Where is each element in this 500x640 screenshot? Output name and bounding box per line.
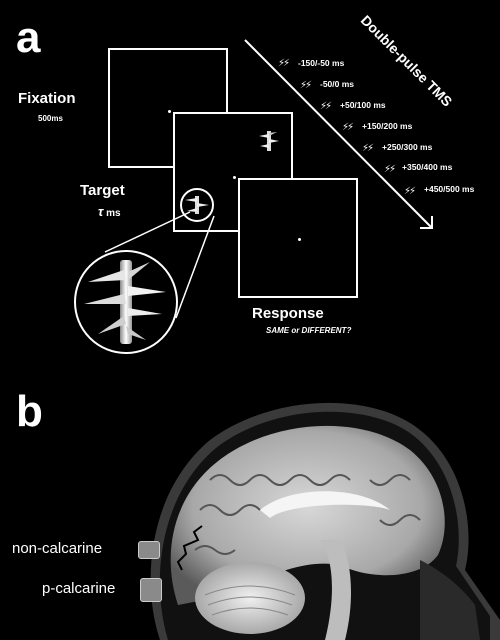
panel-b-letter: b bbox=[16, 387, 43, 436]
target-duration-unit: ms bbox=[106, 208, 121, 219]
tms-time-1: -150/-50 ms bbox=[298, 58, 345, 68]
fixation-duration: 500ms bbox=[38, 114, 63, 123]
response-dot bbox=[298, 238, 301, 241]
p-calcarine-label: p-calcarine bbox=[42, 580, 116, 597]
non-calcarine-label: non-calcarine bbox=[12, 540, 103, 557]
tms-time-3: +50/100 ms bbox=[340, 100, 386, 110]
tms-time-5: +250/300 ms bbox=[382, 142, 433, 152]
panel-a-letter: a bbox=[16, 13, 41, 62]
response-question: SAME or DIFFERENT? bbox=[266, 326, 352, 335]
target-stimulus-right-icon bbox=[259, 131, 279, 151]
target-duration: τ ms bbox=[98, 204, 121, 219]
target-fixation-dot bbox=[233, 176, 236, 179]
tms-pulse-icon-4: ⚡⚡ bbox=[342, 122, 354, 133]
tms-pulse-icon-6: ⚡⚡ bbox=[384, 164, 396, 175]
response-screen bbox=[238, 178, 358, 298]
response-label: Response bbox=[252, 305, 324, 322]
tms-time-7: +450/500 ms bbox=[424, 184, 475, 194]
tms-pulse-icon-5: ⚡⚡ bbox=[362, 143, 374, 154]
non-calcarine-electrode bbox=[138, 541, 160, 559]
target-stimulus-left-icon bbox=[185, 196, 209, 214]
fixation-label: Fixation bbox=[18, 90, 76, 107]
target-label: Target bbox=[80, 182, 125, 199]
brain-mri-image bbox=[150, 402, 500, 640]
tms-pulse-icon-2: ⚡⚡ bbox=[300, 80, 312, 91]
p-calcarine-electrode bbox=[140, 578, 162, 602]
tms-time-4: +150/200 ms bbox=[362, 121, 413, 131]
tms-pulse-icon-1: ⚡⚡ bbox=[278, 58, 290, 69]
stimulus-zoom-circle bbox=[74, 250, 178, 354]
fixation-dot bbox=[168, 110, 171, 113]
tms-time-6: +350/400 ms bbox=[402, 162, 453, 172]
stimulus-3d-object-icon bbox=[84, 260, 166, 344]
stimulus-magnifier-circle bbox=[180, 188, 214, 222]
target-duration-symbol: τ bbox=[98, 204, 104, 219]
tms-pulse-icon-3: ⚡⚡ bbox=[320, 101, 332, 112]
tms-time-2: -50/0 ms bbox=[320, 79, 355, 89]
tms-pulse-icon-7: ⚡⚡ bbox=[404, 186, 416, 197]
